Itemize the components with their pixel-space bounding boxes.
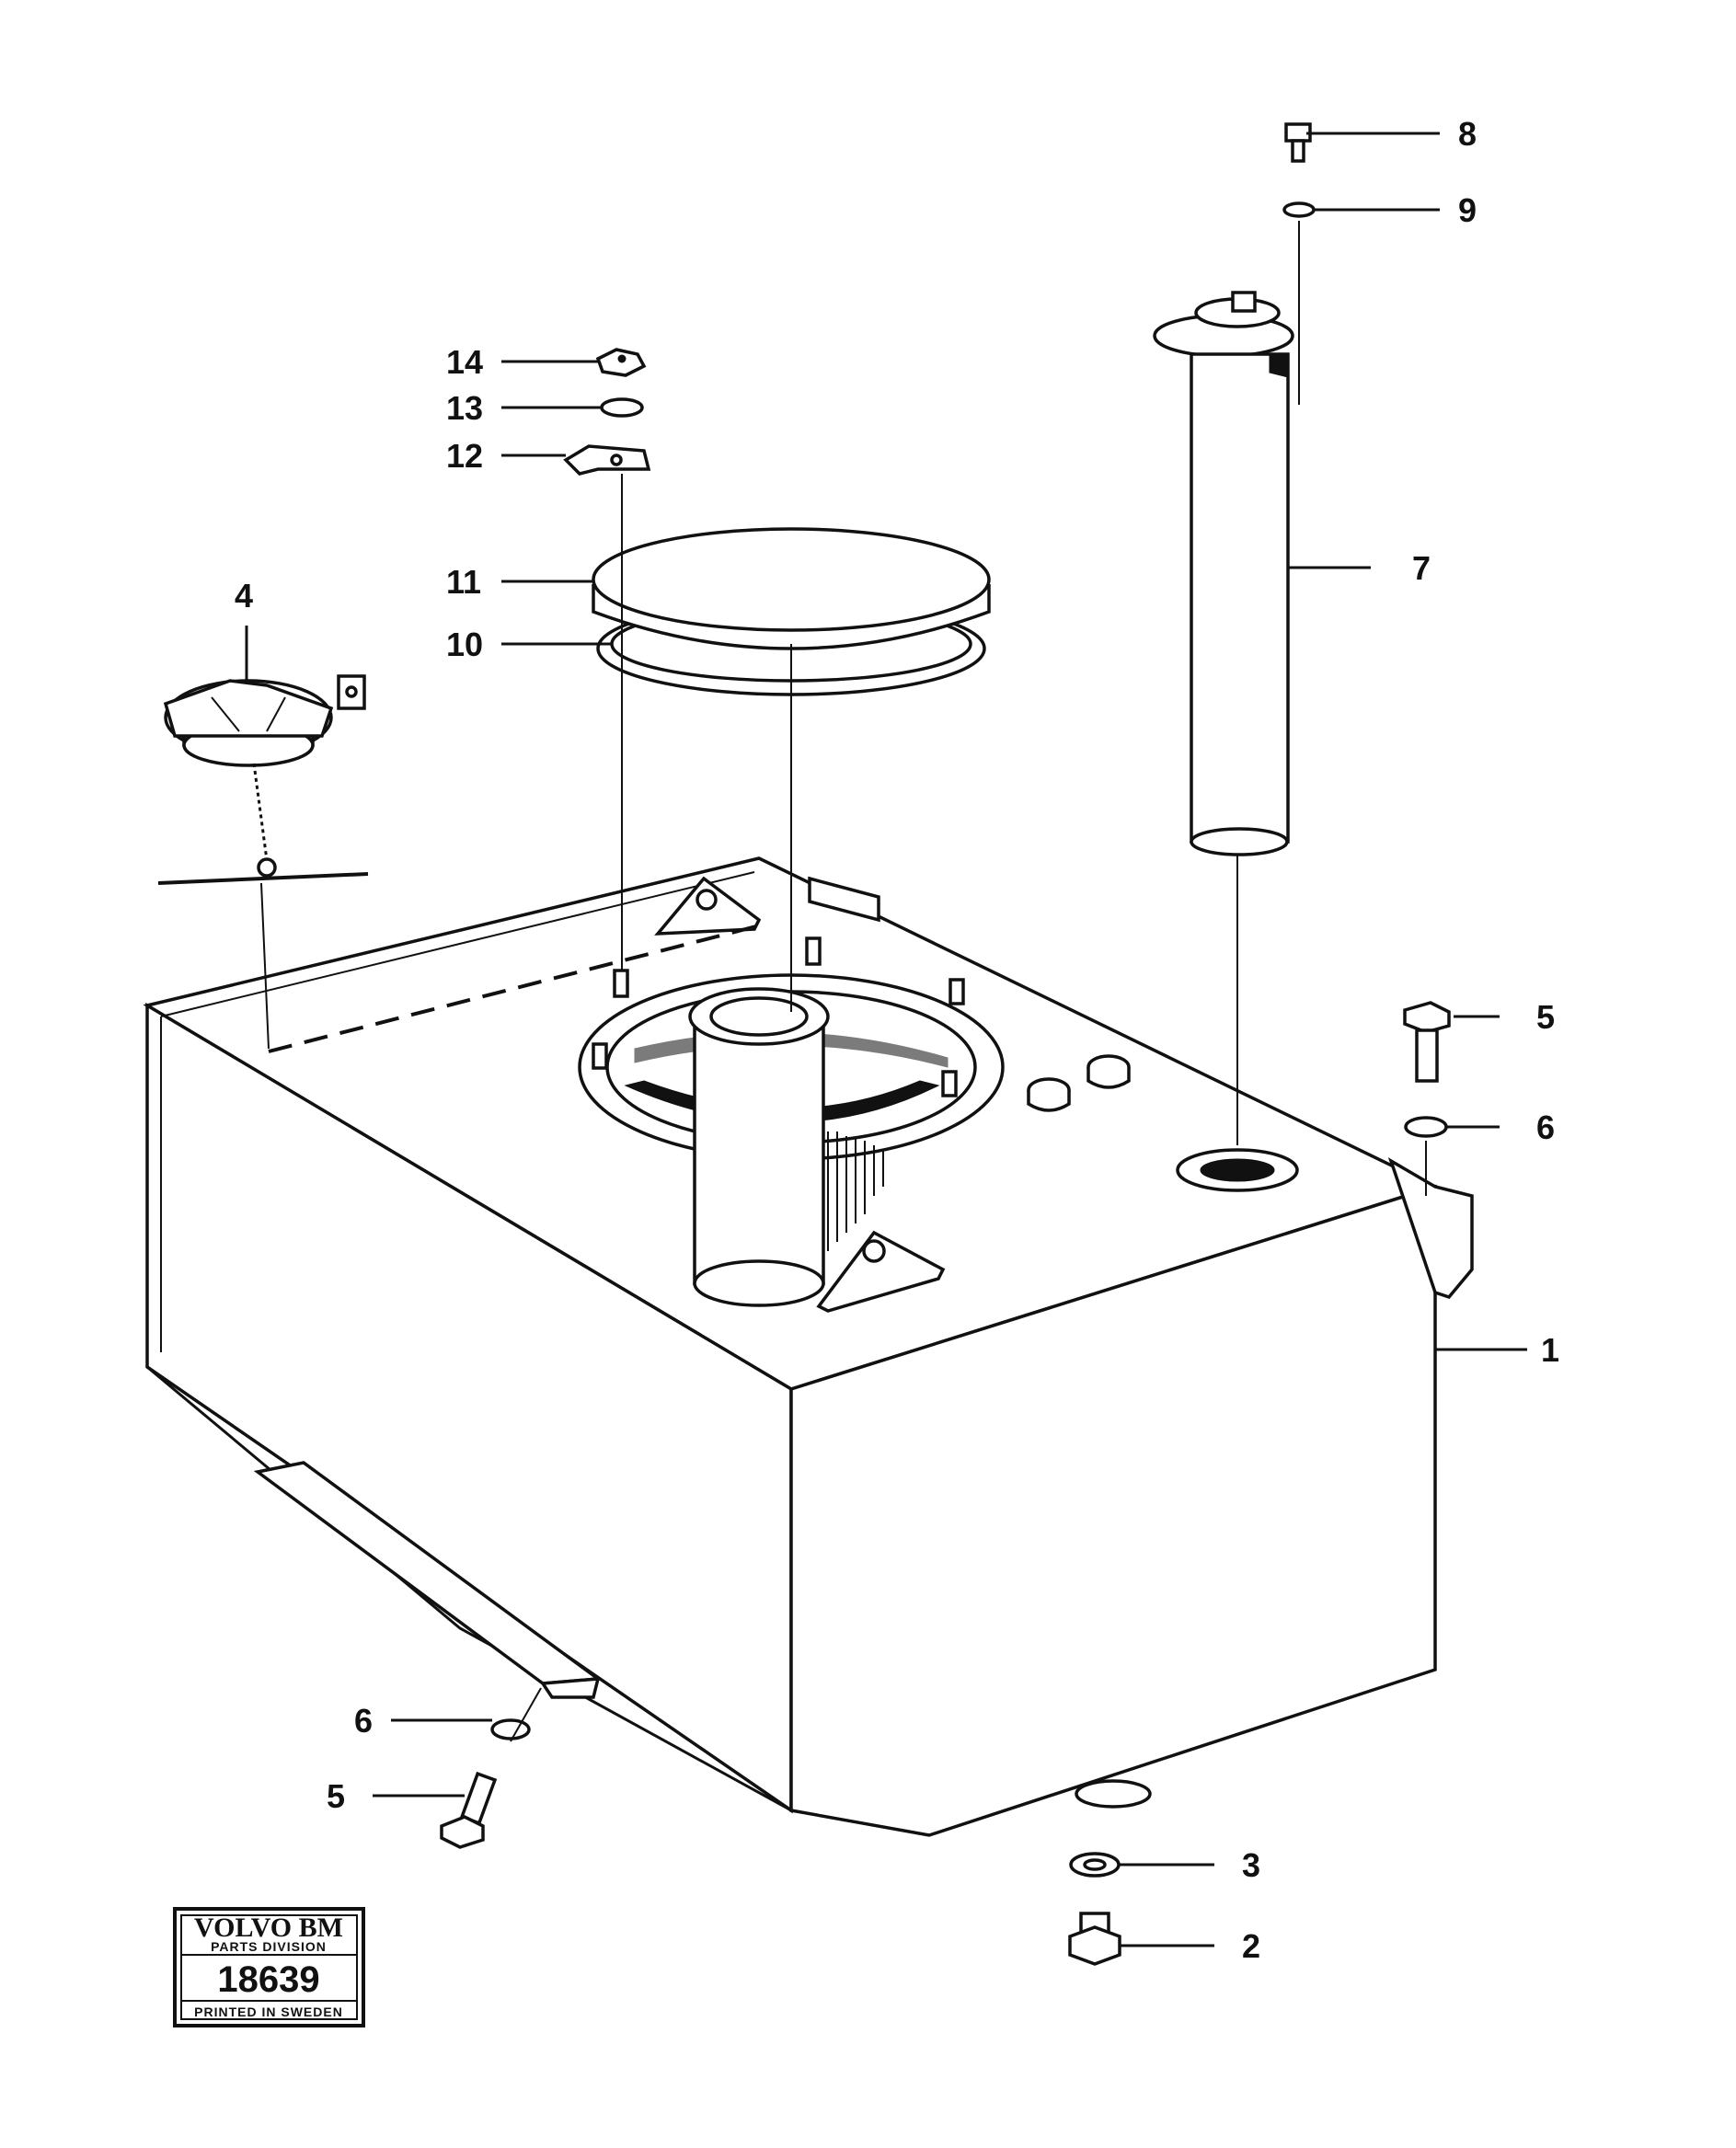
callout-11: 11 xyxy=(446,563,481,601)
washer-3 xyxy=(1069,1852,1121,1878)
callout-2: 2 xyxy=(1242,1927,1260,1965)
bolt-5-right xyxy=(1403,1001,1451,1083)
suction-pipe xyxy=(688,987,884,1307)
leader-lines xyxy=(245,132,1527,1947)
bottom-bracket xyxy=(253,1461,603,1699)
filler-cap xyxy=(157,674,369,885)
ring-studs xyxy=(592,936,965,1097)
washer-6-left xyxy=(490,1718,531,1740)
callout-6-right: 6 xyxy=(1536,1108,1555,1146)
drain-plug-2 xyxy=(1068,1912,1121,1966)
callout-14: 14 xyxy=(446,343,483,381)
stamp-number: 18639 xyxy=(217,1959,319,2000)
callout-5-left: 5 xyxy=(327,1777,345,1815)
nut-14 xyxy=(595,348,647,377)
stamp-brand: VOLVO BM xyxy=(194,1913,343,1943)
callout-8: 8 xyxy=(1458,115,1477,153)
callout-3: 3 xyxy=(1242,1846,1260,1884)
screw-8 xyxy=(1284,122,1312,163)
callout-6-left: 6 xyxy=(354,1702,373,1740)
bolt-5-left xyxy=(440,1771,498,1849)
stamp-printed: PRINTED IN SWEDEN xyxy=(194,2004,343,2019)
callout-10: 10 xyxy=(446,626,483,663)
callout-9: 9 xyxy=(1458,191,1477,229)
volvo-bm-stamp: VOLVO BM PARTS DIVISION 18639 PRINTED IN… xyxy=(173,1907,365,2027)
callout-13: 13 xyxy=(446,389,483,427)
washer-9 xyxy=(1282,201,1316,218)
washer-13 xyxy=(600,397,644,418)
lifting-lug xyxy=(654,876,946,1313)
fuel-tank xyxy=(143,856,1474,1837)
drain-boss xyxy=(1075,1779,1152,1809)
washer-6-right xyxy=(1404,1116,1448,1138)
cover-plate xyxy=(592,527,991,650)
stamp-division: PARTS DIVISION xyxy=(211,1939,327,1954)
callout-7: 7 xyxy=(1412,549,1431,587)
callout-4: 4 xyxy=(235,577,253,615)
sensor-mounting-hole xyxy=(1176,1148,1299,1192)
clamp xyxy=(563,444,651,476)
callout-12: 12 xyxy=(446,437,483,475)
callout-5-right: 5 xyxy=(1536,998,1555,1036)
callout-labels: 8 9 14 13 12 11 10 7 4 5 6 1 6 5 3 2 xyxy=(235,115,1559,1965)
level-sender xyxy=(1153,291,1294,856)
callout-1: 1 xyxy=(1541,1331,1559,1369)
tank-bosses xyxy=(1027,1054,1131,1112)
